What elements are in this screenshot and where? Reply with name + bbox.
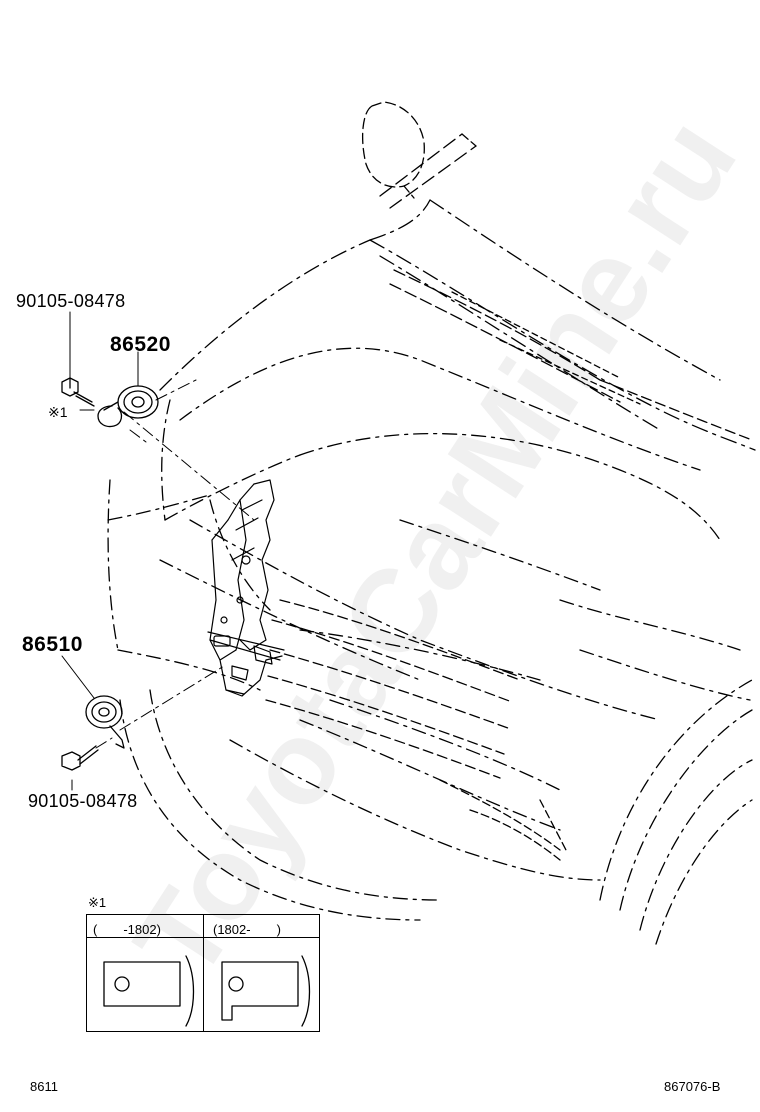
hood-outline [159,199,756,451]
inset-col-b: (1802- ) [213,922,281,937]
label-horn-high: 86520 [110,333,171,356]
bolt-bottom [61,745,99,771]
horn-high-86520 [97,385,159,428]
label-horn-low: 86510 [22,633,83,656]
front-bumper-fascia [107,347,751,921]
inset-drawing-a [103,955,195,1027]
assembly-lines [95,379,255,749]
variant-inset-table: ( -1802) (1802- ) [86,914,320,1032]
label-bolt-bottom: 90105-08478 [28,791,138,811]
leader-lines [61,311,139,791]
bolt-top [61,377,95,407]
horn-low-86510 [85,695,125,749]
inset-divider [203,915,204,1031]
inset-title: ※1 [88,895,107,910]
horn-bracket [207,479,285,697]
wheel-arch [599,679,753,945]
cowl-wipers [389,269,753,441]
windshield-edge [379,133,477,209]
label-bolt-top: 90105-08478 [16,291,126,311]
footer-right-code: 867076-B [664,1079,721,1094]
inset-col-a: ( -1802) [93,922,161,937]
inset-drawing-b [221,955,311,1027]
footer-left-code: 8611 [30,1079,58,1094]
label-note-marker: ※1 [48,404,68,420]
grille [265,599,521,779]
fog-lamp-area [439,779,567,861]
side-mirror [362,101,425,199]
